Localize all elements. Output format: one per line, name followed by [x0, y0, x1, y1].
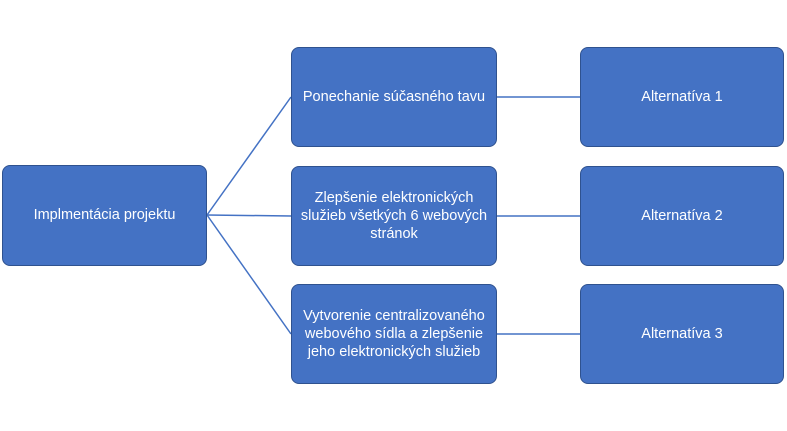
alternative-node-2-label: Alternatíva 2: [641, 207, 723, 224]
option-node-2: Zlepšenie elektronických služieb všetkýc…: [291, 166, 497, 266]
option-node-1: Ponechanie súčasného tavu: [291, 47, 497, 147]
connector-root-to-option-1: [206, 96, 292, 216]
option-node-2-label: Zlepšenie elektronických služieb všetkýc…: [300, 189, 488, 243]
root-node-label: Implmentácia projektu: [33, 207, 176, 224]
connector-root-to-option-3: [206, 214, 292, 335]
root-node: Implmentácia projektu: [2, 165, 207, 266]
option-node-3: Vytvorenie centralizovaného webového síd…: [291, 284, 497, 384]
alternative-node-3: Alternatíva 3: [580, 284, 784, 384]
alternative-node-2: Alternatíva 2: [580, 166, 784, 266]
option-node-1-label: Ponechanie súčasného tavu: [302, 88, 486, 105]
connector-root-to-option-2: [206, 214, 292, 217]
option-node-3-label: Vytvorenie centralizovaného webového síd…: [303, 307, 485, 361]
alternative-node-1: Alternatíva 1: [580, 47, 784, 147]
alternative-node-3-label: Alternatíva 3: [641, 325, 723, 342]
alternative-node-1-label: Alternatíva 1: [641, 88, 723, 105]
